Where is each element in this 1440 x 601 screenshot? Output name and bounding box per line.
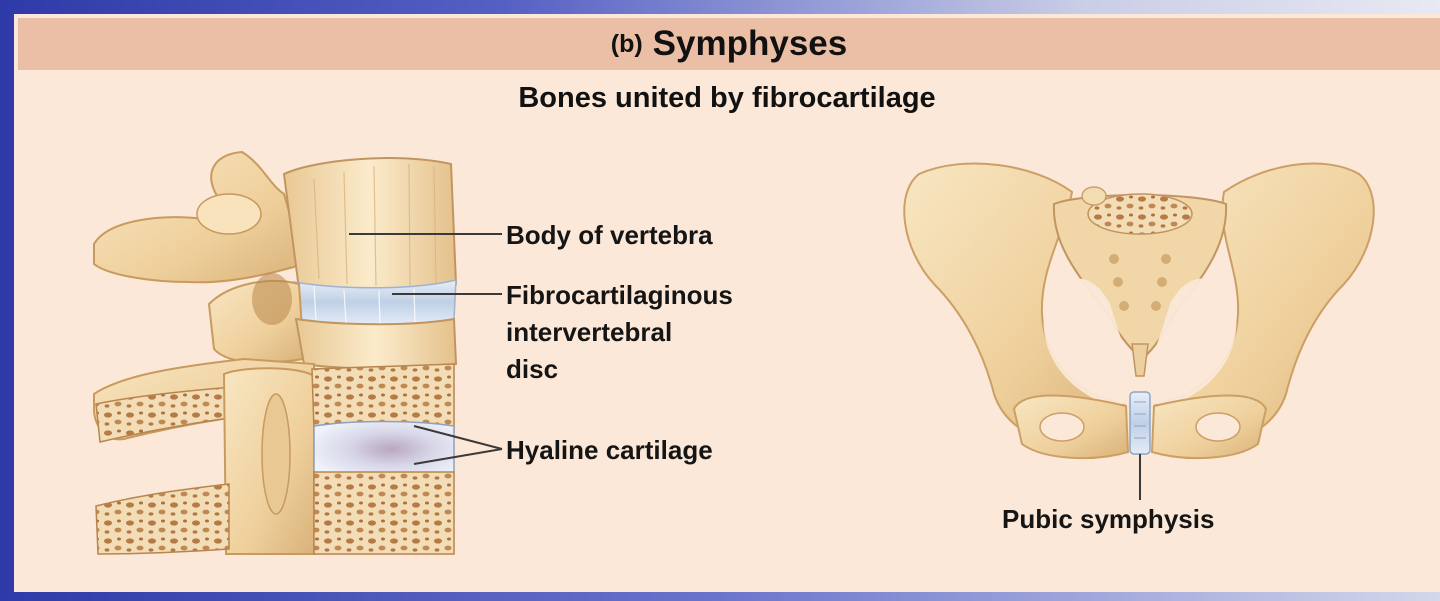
anatomy-illustration — [93, 150, 1375, 555]
vertebral-canal — [261, 393, 291, 515]
right-obturator-foramen — [1195, 412, 1241, 442]
left-obturator-foramen — [1039, 412, 1085, 442]
pelvis — [903, 162, 1375, 460]
upper-spinous-process — [93, 150, 306, 284]
leader-hyaline-lower — [413, 448, 503, 465]
right-ilium — [1153, 162, 1375, 446]
header-band: (b) Symphyses — [18, 18, 1440, 70]
label-disc-line3: disc — [506, 354, 559, 384]
figure-part-label: (b) — [610, 29, 643, 58]
pelvic-inlet — [1043, 278, 1237, 404]
middle-vertebral-body — [294, 317, 458, 370]
cut-vertebral-body-lower — [313, 471, 455, 555]
hyaline-cartilage-disc — [313, 420, 455, 478]
coccyx — [1131, 343, 1149, 377]
label-disc-line2: intervertebral — [506, 317, 673, 347]
sacral-promontory — [1087, 193, 1193, 235]
page-title: Symphyses — [652, 24, 848, 63]
bottom-frame-bar — [0, 592, 1440, 601]
subtitle: Bones united by fibrocartilage — [518, 82, 936, 114]
left-sacral-ala — [1081, 186, 1107, 206]
label-hyaline-cartilage: Hyaline cartilage — [506, 435, 713, 465]
upper-vertebral-body — [282, 157, 458, 295]
vertebra-leader-lines — [349, 233, 503, 465]
lower-process-cut — [95, 483, 230, 555]
label-body-of-vertebra: Body of vertebra — [506, 220, 713, 250]
upper-articular-process — [196, 193, 262, 235]
leader-hyaline-upper — [413, 425, 503, 450]
pubic-symphysis-cartilage — [1129, 391, 1151, 455]
slide-panel: (b) Symphyses Bones united by fibrocarti… — [14, 14, 1440, 592]
label-disc-line1: Fibrocartilaginous — [506, 280, 733, 310]
intervertebral-foramen — [252, 273, 292, 325]
sacral-foramina — [1109, 254, 1171, 311]
vertebral-column — [93, 150, 458, 555]
label-pubic-symphysis: Pubic symphysis — [1002, 504, 1215, 534]
left-ilium — [903, 162, 1127, 446]
